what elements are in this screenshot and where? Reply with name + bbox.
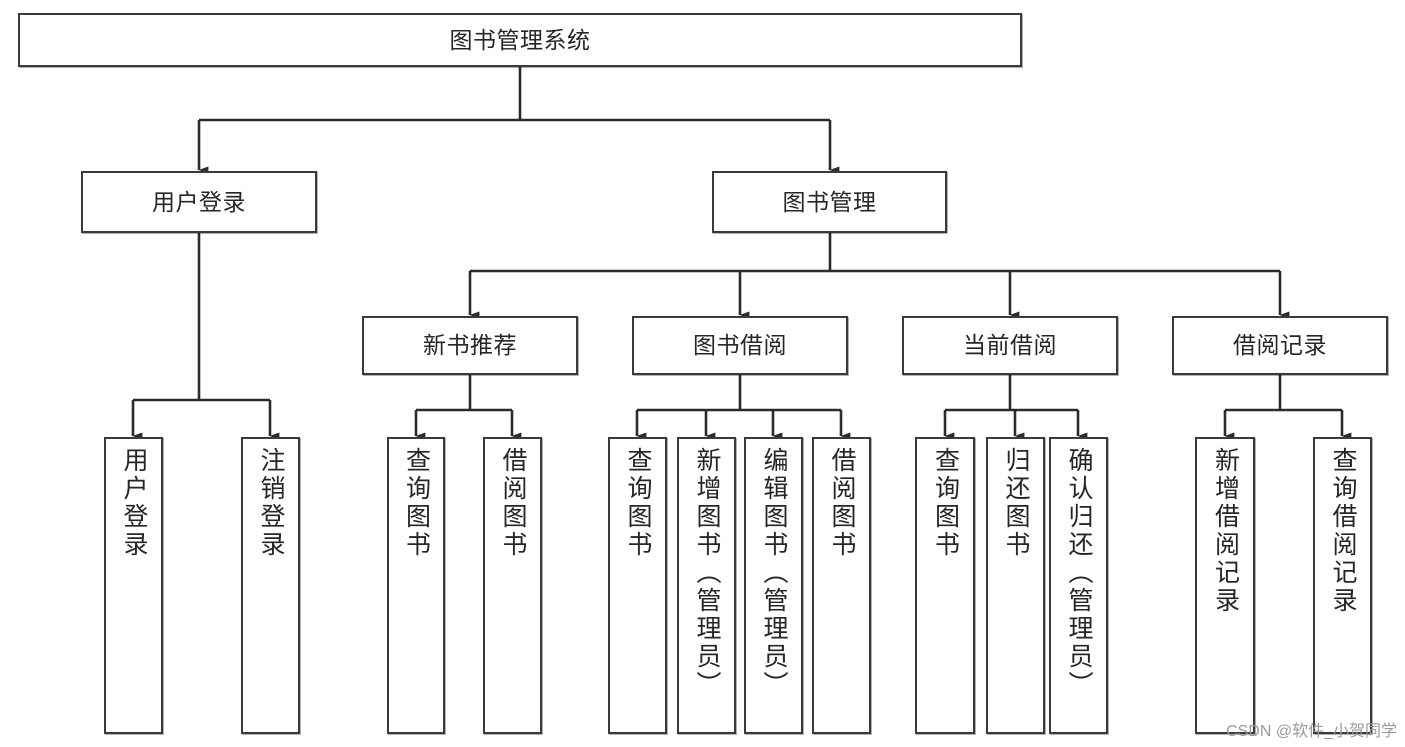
node-label: 当前借阅 [963, 332, 1057, 359]
node-label: 查询图书 [931, 447, 960, 559]
node-label: 借阅图书 [499, 447, 527, 559]
node-leaf-query-book-borrow[interactable]: 查询图书 [608, 437, 667, 734]
node-leaf-confirm-return[interactable]: 确认归还（管理员） [1049, 437, 1108, 734]
node-leaf-add-record[interactable]: 新增借阅记录 [1195, 437, 1255, 734]
node-new-book-recommend[interactable]: 新书推荐 [362, 316, 578, 375]
node-root[interactable]: 图书管理系统 [18, 13, 1022, 67]
node-leaf-return-book[interactable]: 归还图书 [986, 437, 1045, 734]
node-book-borrow[interactable]: 图书借阅 [632, 316, 848, 375]
node-leaf-query-book-rec[interactable]: 查询图书 [387, 437, 445, 734]
node-label: 确认归还（管理员） [1065, 447, 1093, 699]
node-label: 注销登录 [257, 447, 285, 559]
node-leaf-query-record[interactable]: 查询借阅记录 [1313, 437, 1372, 734]
node-leaf-borrow-book[interactable]: 借阅图书 [812, 437, 871, 734]
node-leaf-query-book-cur[interactable]: 查询图书 [915, 437, 975, 734]
node-leaf-add-book[interactable]: 新增图书（管理员） [677, 437, 736, 734]
node-leaf-user-login[interactable]: 用户登录 [104, 437, 163, 734]
node-label: 新书推荐 [423, 332, 517, 359]
node-label: 新增图书（管理员） [693, 447, 721, 699]
node-label: 查询图书 [624, 447, 652, 559]
node-label: 借阅图书 [828, 447, 856, 559]
csdn-watermark: CSDN @软件_小贺同学 [1226, 723, 1397, 740]
node-label: 用户登录 [120, 447, 148, 559]
node-current-borrow[interactable]: 当前借阅 [902, 316, 1118, 375]
node-leaf-edit-book[interactable]: 编辑图书（管理员） [744, 437, 803, 734]
node-label: 查询图书 [402, 447, 431, 559]
node-label: 新增借阅记录 [1211, 447, 1240, 615]
node-label: 用户登录 [152, 188, 246, 215]
node-book-manage[interactable]: 图书管理 [712, 171, 947, 233]
node-leaf-borrow-book-rec[interactable]: 借阅图书 [483, 437, 542, 734]
node-label: 借阅记录 [1233, 332, 1327, 359]
node-label: 图书借阅 [693, 332, 787, 359]
node-label: 归还图书 [1002, 447, 1030, 559]
node-borrow-record[interactable]: 借阅记录 [1172, 316, 1388, 375]
node-leaf-user-logout[interactable]: 注销登录 [241, 437, 300, 734]
node-label: 图书管理 [782, 188, 877, 215]
node-user-login[interactable]: 用户登录 [81, 171, 317, 233]
node-label: 查询借阅记录 [1329, 447, 1357, 615]
node-label: 图书管理系统 [449, 26, 591, 53]
edge-paths [131, 67, 1352, 440]
node-label: 编辑图书（管理员） [760, 447, 788, 699]
